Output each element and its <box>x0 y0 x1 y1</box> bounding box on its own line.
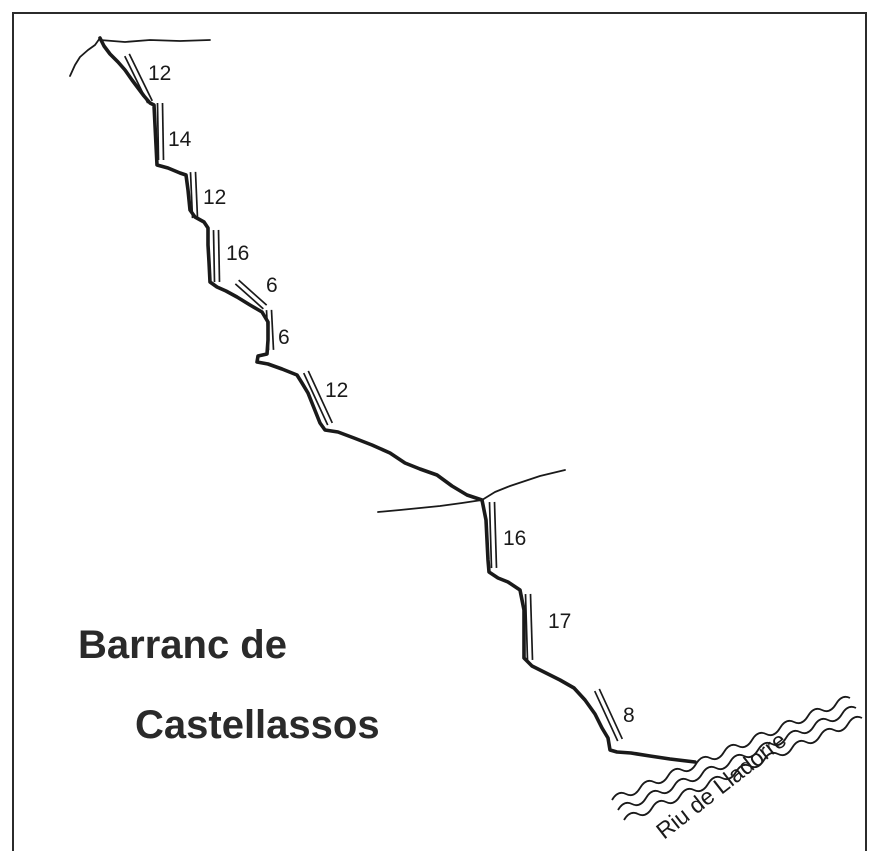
main-canyon-stream <box>98 36 697 764</box>
rappel-1-marker-line-2 <box>128 53 154 102</box>
rappel-2-label: 14 <box>168 128 192 151</box>
rappel-4-label: 16 <box>226 242 249 265</box>
rappel-3-label: 12 <box>203 186 226 209</box>
tributary-middle-right <box>481 469 566 501</box>
map-frame <box>12 12 867 851</box>
rappel-9-marker-line-1 <box>524 594 529 661</box>
rappel-7-marker-line-1 <box>302 372 329 426</box>
tributary-top-right <box>99 39 211 43</box>
rappel-2-marker-line-1 <box>156 103 160 161</box>
rappel-6-marker-line-2 <box>270 309 275 350</box>
rappel-8-label: 16 <box>503 527 526 550</box>
rappel-9-label: 17 <box>548 610 571 633</box>
rappel-9-marker-line-2 <box>529 593 534 660</box>
tributary-middle-left <box>377 499 483 513</box>
rappel-1-label: 12 <box>148 62 171 85</box>
rappel-3-marker-line-1 <box>189 172 194 219</box>
rappel-6-marker-line-1 <box>265 310 270 351</box>
rappel-4-marker-line-2 <box>217 229 221 282</box>
rappel-10-marker-line-2 <box>598 688 624 740</box>
rappel-8-marker-line-1 <box>488 502 493 569</box>
rappel-7-label: 12 <box>325 379 348 402</box>
rappel-1-marker-line-1 <box>123 55 149 104</box>
rappel-2-marker-line-2 <box>161 102 165 160</box>
rappel-3-marker-line-2 <box>194 171 199 218</box>
rappel-7-marker-line-2 <box>307 370 334 424</box>
rappel-8-marker-line-2 <box>493 501 498 568</box>
map-title-line-1: Barranc de <box>78 623 287 667</box>
rappel-5-label: 6 <box>266 274 278 297</box>
rappel-10-label: 8 <box>623 704 635 727</box>
river-label: Riu de Lladorre <box>651 727 791 844</box>
river-wave-2 <box>617 705 857 811</box>
map-title-line-2: Castellassos <box>135 703 380 747</box>
river-wave-3 <box>623 715 863 821</box>
rappel-6-label: 6 <box>278 326 290 349</box>
rappel-5-marker-line-2 <box>238 279 268 306</box>
rappel-10-marker-line-1 <box>593 690 619 742</box>
rappel-5-marker-line-1 <box>234 283 264 310</box>
tributary-top-left <box>69 37 101 77</box>
rappel-4-marker-line-1 <box>212 230 216 283</box>
river-wave-1 <box>611 695 851 801</box>
